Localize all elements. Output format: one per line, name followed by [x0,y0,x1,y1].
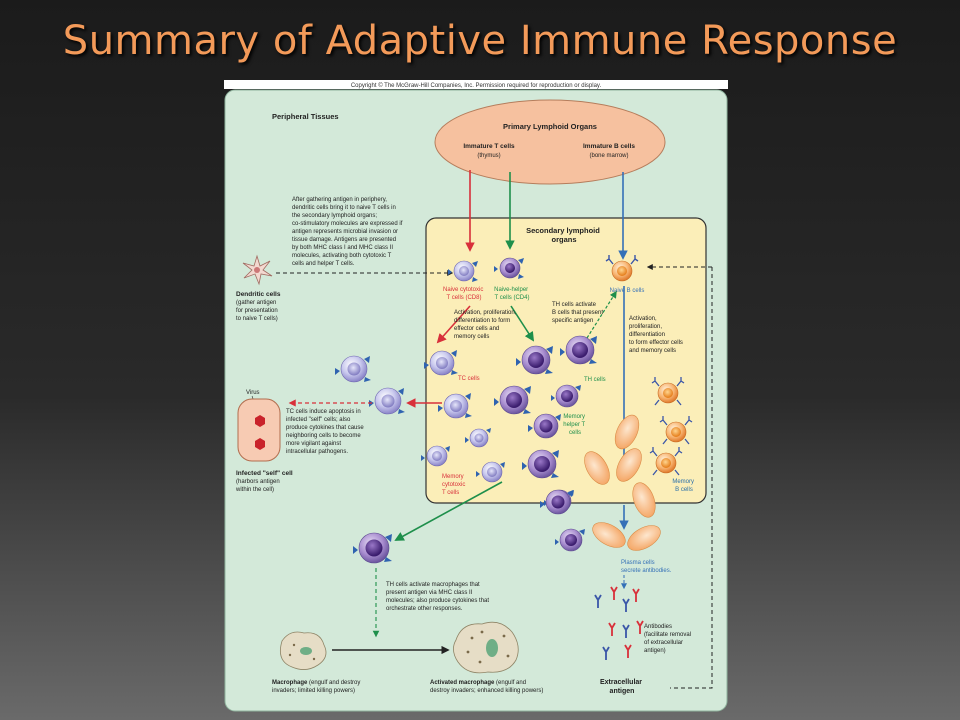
th-macrophage-text: TH cells activate macrophages that prese… [386,582,491,612]
tc-cell [335,355,371,383]
plasma-cell [592,522,626,548]
infected-self-cell [237,398,281,462]
memory-b-cell [659,416,693,445]
virus-label: Virus [246,390,260,396]
plasma-cell [627,525,661,551]
immature-t-sub: (thymus) [477,153,500,159]
antibody-icon [624,644,632,658]
macrophage-icon [279,631,327,670]
tc-induce-text: TC cells induce apoptosis in infected "s… [286,409,365,455]
dendritic-cell-icon [242,254,273,286]
tc-cell [465,428,491,448]
memory-b-cell [649,447,683,476]
naive-cytotoxic-label: Naive cytotoxic T cells (CD8) [443,287,485,301]
immature-b-label: Immature B cells [583,143,635,150]
th-activate-b-text: TH cells activate B cells that present s… [552,302,605,324]
copyright-text: Copyright © The McGraw-Hill Companies, I… [351,82,602,89]
dendritic-explanation: After gathering antigen in periphery, de… [292,197,404,267]
antibody-icon [610,586,618,600]
virus-icon [255,415,265,427]
slide-title: Summary of Adaptive Immune Response [62,18,898,64]
plasma-cell [632,482,656,518]
naive-helper-t-cell [494,257,524,279]
memory-b-cell [651,377,685,406]
th-cells-label: TH cells [584,377,606,383]
th-cell [528,413,561,439]
th-cell [555,528,585,552]
immature-t-label: Immature T cells [463,143,515,150]
memory-cytotoxic-cell [421,445,450,467]
antibodies-text: Antibodies (facilitate removal of extrac… [644,624,693,654]
antibody-icon [636,620,644,634]
virus-icon [255,438,265,450]
immune-response-figure: Copyright © The McGraw-Hill Companies, I… [224,80,728,712]
activation-t-text: Activation, proliferation, differentiati… [454,310,518,340]
macrophage-activating-th-cell [353,532,392,564]
antibody-icon [632,588,640,602]
dendritic-sub: (gather antigen for presentation to naiv… [236,300,279,322]
th-cell [516,345,553,375]
antibody-icon [608,622,616,636]
memory-helper-label: Memory helper T cells [563,414,586,436]
memory-helper-cell [522,449,559,479]
antibody-icon [594,594,602,608]
th-cell [551,384,581,408]
immature-b-sub: (bone marrow) [589,153,628,159]
secondary-organs-label: Secondary lymphoid organs [526,226,602,244]
activated-macrophage-label: Activated macrophage (engulf and destroy… [430,680,543,694]
infected-cell-label: Infected "self" cell [236,470,293,477]
antibody-icon [622,624,630,638]
plasma-cell [584,451,610,485]
dendritic-label: Dendritic cells [236,291,281,298]
antibody-icon [602,646,610,660]
tc-cells-label: TC cells [458,376,480,382]
naive-b-label: Naive B cells [610,288,645,294]
tc-cell [424,350,458,376]
primary-lymphoid-organs [434,99,666,185]
plasma-cell [616,448,642,482]
activated-macrophage-icon [453,621,519,674]
plasma-cell [614,414,640,450]
tc-cell [369,387,405,415]
activation-b-text: Activation, proliferation, differentiati… [629,316,685,354]
memory-cytotoxic-label: Memory cytotoxic T cells [442,474,467,496]
naive-cytotoxic-t-cell [448,260,478,282]
extracellular-antigen-label: Extracellular antigen [600,679,644,695]
th-cell [494,385,531,415]
naive-b-cell [605,255,639,282]
th-cell [540,489,573,515]
memory-b-label: Memory B cells [672,479,695,493]
tc-cell [438,393,472,419]
antibody-icon [622,598,630,612]
primary-organs-label: Primary Lymphoid Organs [503,122,597,131]
infected-cell-sub: (harbors antigen within the cell) [235,479,281,493]
plasma-label: Plasma cells secrete antibodies. [621,560,672,574]
naive-helper-label: Naive-helper T cells (CD4) [494,287,530,301]
macrophage-label: Macrophage (engulf and destroy invaders;… [272,680,362,694]
memory-cytotoxic-cell [476,461,505,483]
peripheral-tissues-label: Peripheral Tissues [272,112,339,121]
th-cell [560,335,597,365]
